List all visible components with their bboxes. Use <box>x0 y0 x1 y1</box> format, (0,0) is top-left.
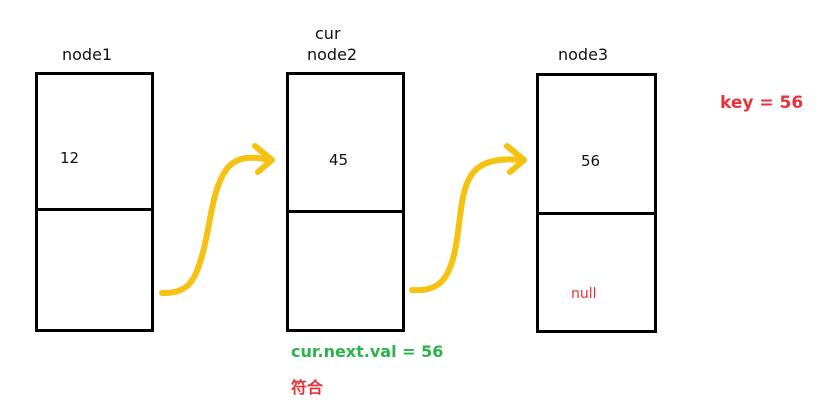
arrow-node1-to-node2 <box>159 143 275 297</box>
node3-value: 56 <box>581 152 601 170</box>
node3-value-cell: 56 <box>539 76 654 215</box>
node2-box: 45 <box>286 72 405 332</box>
node3-label: node3 <box>558 45 609 64</box>
node2-label: node2 <box>307 45 358 64</box>
cur-pointer-label: cur <box>315 24 341 43</box>
node2-value-cell: 45 <box>289 75 402 213</box>
node1-label: node1 <box>62 45 113 64</box>
arrow-node2-to-node3 <box>409 143 527 294</box>
node1-value: 12 <box>60 149 80 167</box>
condition-annotation: cur.next.val = 56 <box>291 342 444 361</box>
node2-value: 45 <box>329 151 349 169</box>
key-annotation: key = 56 <box>720 93 804 113</box>
node1-value-cell: 12 <box>38 75 151 211</box>
node1-box: 12 <box>35 72 154 332</box>
node1-next-cell <box>38 211 151 329</box>
node3-box: 56 null <box>536 73 657 333</box>
node3-next-cell: null <box>539 215 654 330</box>
result-annotation: 符合 <box>291 378 324 397</box>
node2-next-cell <box>289 213 402 329</box>
node3-next-value: null <box>571 286 597 302</box>
